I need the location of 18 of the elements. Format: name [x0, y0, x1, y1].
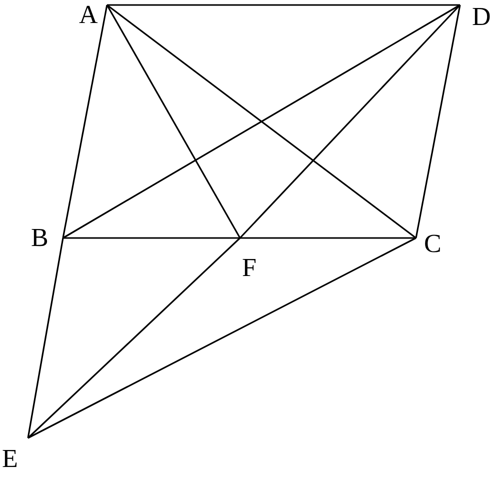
line-segment	[63, 237, 240, 239]
line-segment	[106, 4, 241, 238]
line-segment	[107, 4, 460, 6]
point-label: B	[31, 225, 48, 251]
line-segment	[106, 4, 416, 239]
point-label: F	[242, 255, 256, 281]
line-segment	[62, 4, 108, 238]
line-segment	[62, 4, 460, 239]
line-segment	[240, 237, 416, 239]
line-segment	[239, 4, 461, 239]
line-segment	[27, 238, 64, 438]
point-label: C	[424, 231, 442, 257]
point-label: A	[79, 2, 98, 28]
line-segment	[28, 237, 416, 439]
line-segment	[27, 237, 241, 439]
point-label: E	[2, 446, 18, 472]
line-segment	[415, 4, 461, 238]
point-label: D	[472, 4, 491, 30]
